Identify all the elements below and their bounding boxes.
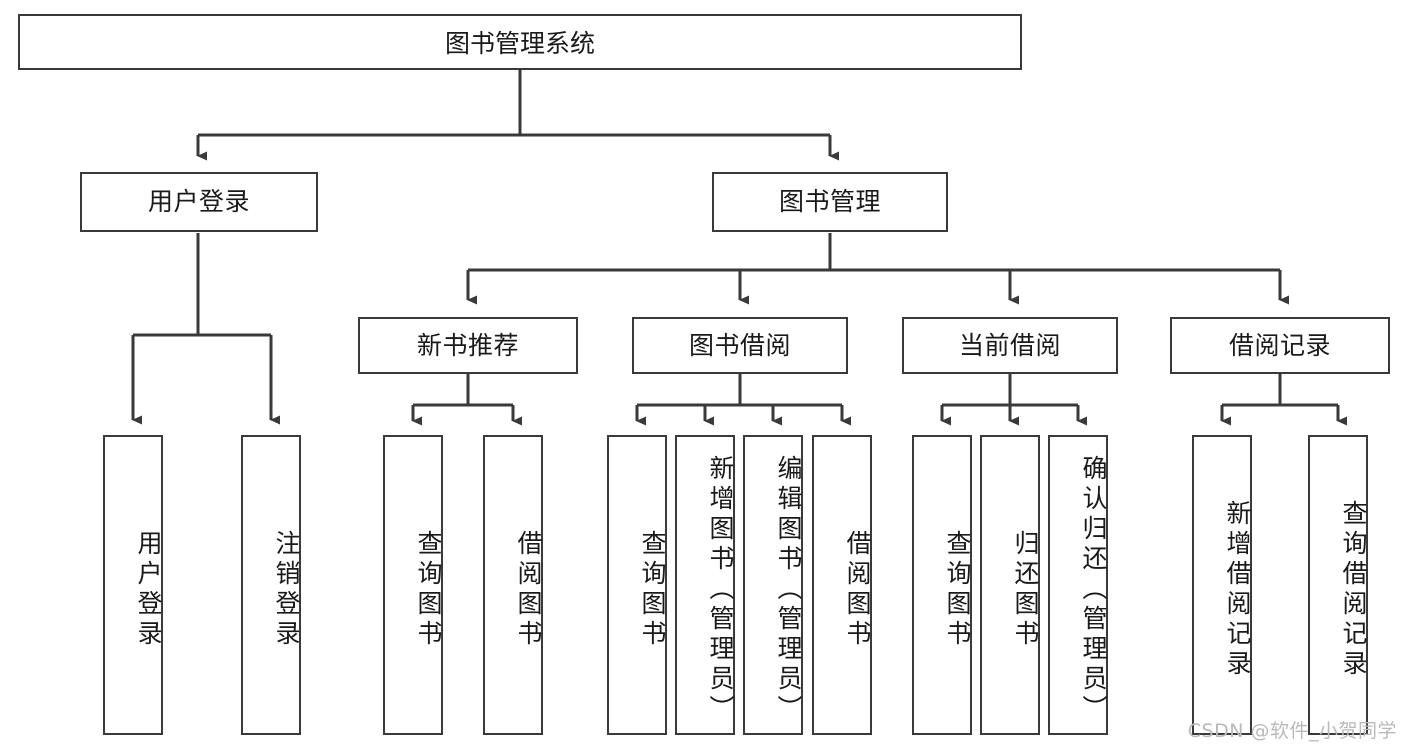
- node-root[interactable]: 图书管理系统: [18, 14, 1022, 70]
- leaf-label: 查询图书: [638, 530, 667, 650]
- leaf-confirm-return-admin[interactable]: 确认归还（管理员）: [1048, 435, 1108, 735]
- leaf-edit-book-admin[interactable]: 编辑图书（管理员）: [743, 435, 803, 735]
- leaf-label: 编辑图书（管理员）: [774, 455, 803, 725]
- leaf-label: 查询图书: [414, 530, 443, 650]
- node-new-book-recommend[interactable]: 新书推荐: [358, 317, 578, 374]
- leaf-label: 查询图书: [943, 530, 972, 650]
- leaf-query-book-recommend[interactable]: 查询图书: [383, 435, 443, 735]
- leaf-return-book[interactable]: 归还图书: [980, 435, 1040, 735]
- node-current-borrow[interactable]: 当前借阅: [902, 317, 1118, 374]
- leaf-query-book-borrow[interactable]: 查询图书: [607, 435, 667, 735]
- csdn-watermark: CSDN @软件_小贺同学: [1187, 720, 1397, 742]
- leaf-user-login[interactable]: 用户登录: [103, 435, 163, 735]
- leaf-label: 注销登录: [272, 530, 301, 650]
- leaf-label: 借阅图书: [514, 530, 543, 650]
- node-book-borrow[interactable]: 图书借阅: [632, 317, 848, 374]
- leaf-logout[interactable]: 注销登录: [241, 435, 301, 735]
- leaf-label: 归还图书: [1011, 530, 1040, 650]
- leaf-label: 新增借阅记录: [1223, 500, 1252, 680]
- leaf-query-borrow-record[interactable]: 查询借阅记录: [1308, 435, 1368, 735]
- leaf-label: 借阅图书: [843, 530, 872, 650]
- node-book-management[interactable]: 图书管理: [712, 172, 948, 232]
- leaf-borrow-book[interactable]: 借阅图书: [812, 435, 872, 735]
- leaf-label: 确认归还（管理员）: [1079, 455, 1108, 725]
- leaf-label: 查询借阅记录: [1339, 500, 1368, 680]
- leaf-label: 用户登录: [134, 530, 163, 650]
- leaf-add-borrow-record[interactable]: 新增借阅记录: [1192, 435, 1252, 735]
- leaf-query-book-current[interactable]: 查询图书: [912, 435, 972, 735]
- leaf-label: 新增图书（管理员）: [706, 455, 735, 725]
- leaf-borrow-book-recommend[interactable]: 借阅图书: [483, 435, 543, 735]
- node-borrow-record[interactable]: 借阅记录: [1170, 317, 1390, 374]
- node-user-login[interactable]: 用户登录: [80, 172, 318, 232]
- leaf-add-book-admin[interactable]: 新增图书（管理员）: [675, 435, 735, 735]
